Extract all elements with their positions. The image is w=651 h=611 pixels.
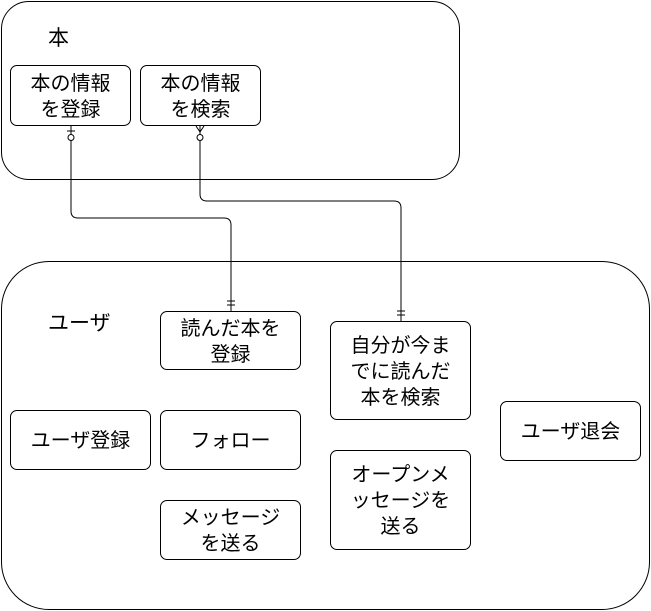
send-open-message-node[interactable]: オープンメ ッセージを 送る — [330, 450, 471, 550]
register-read-book-node[interactable]: 読んだ本を 登録 — [160, 311, 301, 370]
connector-search-to-read-books[interactable] — [199, 126, 402, 321]
send-message-node[interactable]: メッセージ を送る — [160, 500, 301, 560]
follow-node[interactable]: フォロー — [160, 410, 301, 470]
book-group-label: 本 — [48, 26, 69, 50]
user-withdraw-node[interactable]: ユーザ退会 — [500, 401, 641, 461]
user-group-label: ユーザ — [48, 311, 111, 335]
crowfoot-marker — [199, 125, 205, 133]
register-book-info-node[interactable]: 本の情報 を登録 — [10, 65, 131, 126]
crowfoot-marker — [195, 125, 201, 133]
user-register-node[interactable]: ユーザ登録 — [10, 410, 151, 470]
zero-circle-marker — [196, 134, 204, 141]
search-read-books-node[interactable]: 自分が今ま でに読んだ 本を検索 — [330, 321, 471, 420]
search-book-info-node[interactable]: 本の情報 を検索 — [140, 65, 261, 126]
zero-circle-marker — [67, 134, 75, 141]
connector-register-to-read-book[interactable] — [70, 126, 232, 311]
